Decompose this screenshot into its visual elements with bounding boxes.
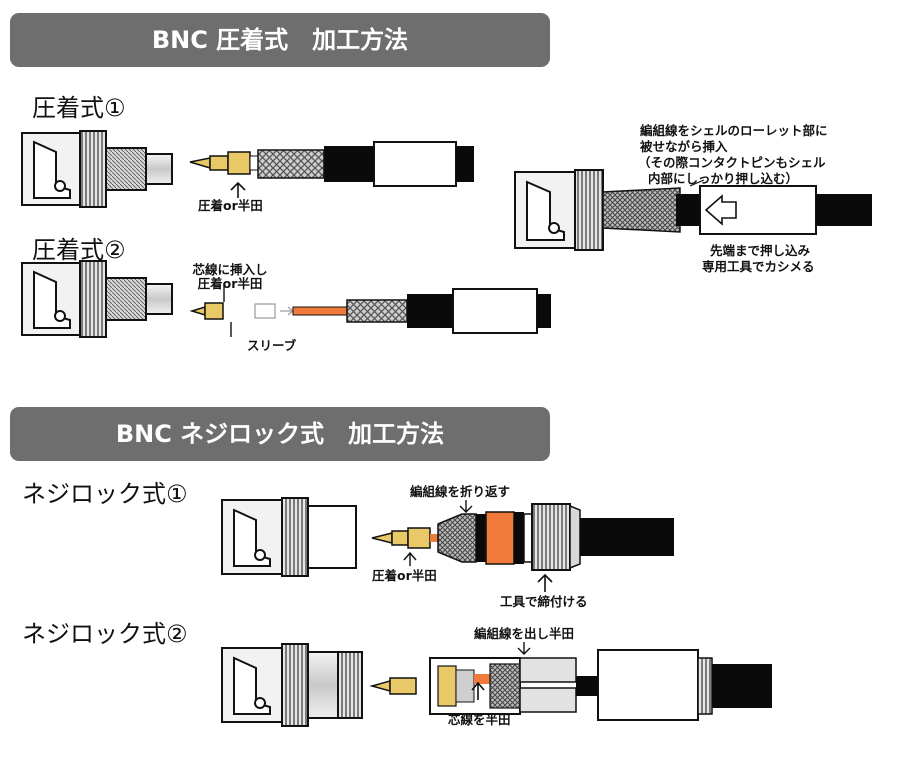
side-note-line-2: 被せながら挿入	[640, 139, 728, 154]
screwlock-2-arrow-braid	[517, 642, 531, 655]
label-screwlock-2-braid: 編組線を出し半田	[474, 626, 575, 641]
section-banner-crimp: BNC 圧着式 加工方法	[10, 13, 550, 67]
label-crimp-2-sleeve: スリーブ	[247, 338, 297, 353]
label-screwlock-2-core: 芯線を半田	[448, 712, 511, 727]
side-note-line-5: 先端まで押し込み	[710, 243, 811, 258]
side-note-line-1: 編組線をシェルのローレット部に	[640, 123, 828, 138]
screwlock-2-cable	[369, 649, 772, 721]
label-screwlock-1-fold: 編組線を折り返す	[410, 484, 511, 499]
screwlock-1-arrow-tighten	[537, 573, 553, 592]
side-note-line-6: 専用工具でカシメる	[702, 259, 815, 274]
label-crimp-2-solder: 圧着or半田	[197, 276, 263, 291]
screwlock-2-connector	[221, 643, 363, 727]
heading-crimp-2: 圧着式②	[32, 236, 126, 264]
crimp-2-cable	[189, 288, 551, 334]
side-note-line-3: （その際コンタクトピンもシェル	[638, 155, 826, 170]
crimp-1-arrow	[230, 181, 246, 198]
label-crimp-2-insert: 芯線に挿入し	[192, 262, 268, 277]
screwlock-1-arrow-fold	[459, 500, 473, 513]
side-note-line-4: 内部にしっかり押し込む）	[648, 171, 799, 186]
side-assembly	[514, 169, 872, 251]
heading-crimp-1: 圧着式①	[32, 94, 126, 122]
screwlock-1-cable	[371, 503, 674, 571]
heading-screwlock-2: ネジロック式②	[22, 620, 188, 648]
label-screwlock-1-tighten: 工具で締付ける	[500, 594, 588, 609]
label-crimp-1-solder: 圧着or半田	[198, 198, 263, 213]
screwlock-2-arrow-core	[471, 681, 485, 700]
label-screwlock-1-solder: 圧着or半田	[372, 568, 437, 583]
crimp-1-cable	[189, 141, 474, 187]
crimp-1-connector	[21, 130, 173, 208]
screwlock-1-connector	[221, 497, 357, 577]
screwlock-1-arrow-solder	[403, 551, 417, 566]
section-banner-screwlock: BNC ネジロック式 加工方法	[10, 407, 550, 461]
crimp-2-connector	[21, 260, 173, 338]
heading-screwlock-1: ネジロック式①	[22, 480, 188, 508]
